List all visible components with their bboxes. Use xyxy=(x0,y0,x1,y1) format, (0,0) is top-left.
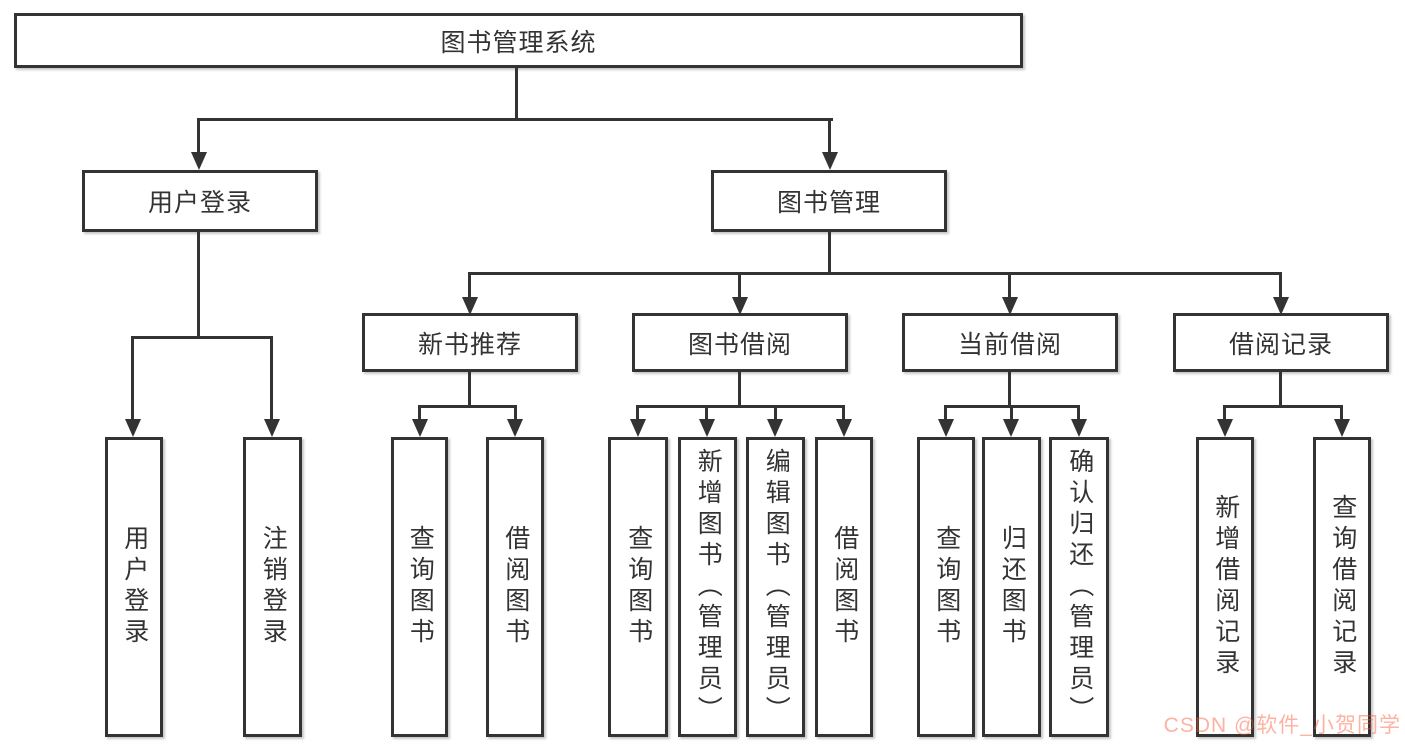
node-label: 图书管理 xyxy=(776,189,881,217)
arrow-down-icon xyxy=(507,419,523,437)
leaf-label: 新增图书（管理员） xyxy=(694,447,723,727)
arrow-down-icon xyxy=(822,152,838,170)
leaf-add-borrow-record: 新增借阅记录 xyxy=(1196,437,1254,737)
connector-records-stem2 xyxy=(1340,405,1343,422)
arrow-down-icon xyxy=(264,419,280,437)
leaf-query-books-recommend: 查询图书 xyxy=(391,437,448,737)
node-user-login: 用户登录 xyxy=(82,170,318,232)
arrow-down-icon xyxy=(1217,419,1233,437)
connector-borrow-stem3 xyxy=(774,405,777,422)
node-current-borrowing: 当前借阅 xyxy=(902,313,1118,372)
node-label: 当前借阅 xyxy=(957,330,1062,359)
connector-borrow-stem1 xyxy=(636,405,639,422)
connector-bookmgmt-stem3 xyxy=(1008,272,1011,300)
arrow-down-icon xyxy=(462,297,478,315)
connector-borrow-hline xyxy=(636,405,845,408)
arrow-down-icon xyxy=(732,297,748,315)
leaf-add-books-admin: 新增图书（管理员） xyxy=(678,437,737,737)
connector-records-hline xyxy=(1223,405,1343,408)
leaf-confirm-return-admin: 确认归还（管理员） xyxy=(1049,437,1109,737)
arrow-down-icon xyxy=(938,419,954,437)
leaf-label: 查询借阅记录 xyxy=(1328,494,1357,680)
connector-root-hline xyxy=(197,118,833,121)
connector-bookmgmt-vstem xyxy=(828,232,831,275)
arrow-down-icon xyxy=(699,419,715,437)
arrow-down-icon xyxy=(1002,297,1018,315)
connector-borrow-stem4 xyxy=(842,405,845,422)
connector-newbook-stem1 xyxy=(418,405,421,422)
node-new-book-recommend: 新书推荐 xyxy=(362,313,578,372)
connector-current-vstem xyxy=(1008,372,1011,408)
leaf-query-books-borrow: 查询图书 xyxy=(608,437,668,737)
connector-root-stem-right xyxy=(828,118,831,155)
connector-bookmgmt-stem2 xyxy=(738,272,741,300)
connector-root-vline xyxy=(515,68,518,120)
arrow-down-icon xyxy=(836,419,852,437)
leaf-label: 注销登录 xyxy=(259,525,288,649)
leaf-user-login: 用户登录 xyxy=(105,437,163,737)
arrow-down-icon xyxy=(412,419,428,437)
arrow-down-icon xyxy=(1273,297,1289,315)
arrow-down-icon xyxy=(1003,419,1019,437)
node-label: 图书借阅 xyxy=(687,330,792,359)
leaf-logout: 注销登录 xyxy=(243,437,302,737)
node-book-management: 图书管理 xyxy=(711,170,947,232)
leaf-label: 查询图书 xyxy=(406,525,435,649)
connector-bookmgmt-hline xyxy=(468,272,1282,275)
connector-newbook-stem2 xyxy=(514,405,517,422)
arrow-down-icon xyxy=(630,419,646,437)
leaf-label: 查询图书 xyxy=(932,525,961,649)
connector-current-stem2 xyxy=(1010,405,1013,422)
connector-current-stem1 xyxy=(944,405,947,422)
leaf-label: 借阅图书 xyxy=(501,525,530,649)
leaf-label: 新增借阅记录 xyxy=(1211,494,1240,680)
leaf-query-books-current: 查询图书 xyxy=(917,437,975,737)
arrow-down-icon xyxy=(1071,419,1087,437)
node-library-system: 图书管理系统 xyxy=(14,13,1023,68)
leaf-label: 用户登录 xyxy=(120,525,149,649)
leaf-edit-books-admin: 编辑图书（管理员） xyxy=(746,437,805,737)
leaf-query-borrow-record: 查询借阅记录 xyxy=(1313,437,1371,737)
node-book-borrowing: 图书借阅 xyxy=(632,313,848,372)
leaf-return-books: 归还图书 xyxy=(982,437,1041,737)
arrow-down-icon xyxy=(767,419,783,437)
leaf-borrow-books: 借阅图书 xyxy=(815,437,873,737)
connector-bookmgmt-stem4 xyxy=(1279,272,1282,300)
connector-userlogin-hline xyxy=(131,336,273,339)
connector-newbook-hline xyxy=(418,405,517,408)
connector-current-stem3 xyxy=(1077,405,1080,422)
connector-root-stem-left xyxy=(197,118,200,155)
leaf-label: 确认归还（管理员） xyxy=(1065,447,1094,727)
connector-borrow-vstem xyxy=(738,372,741,408)
leaf-label: 查询图书 xyxy=(624,525,653,649)
arrow-down-icon xyxy=(191,152,207,170)
connector-records-vstem xyxy=(1279,372,1282,408)
arrow-down-icon xyxy=(125,419,141,437)
node-label: 图书管理系统 xyxy=(440,28,597,57)
connector-userlogin-stem1 xyxy=(131,336,134,422)
node-label: 用户登录 xyxy=(147,189,252,217)
connector-bookmgmt-stem1 xyxy=(468,272,471,300)
leaf-label: 归还图书 xyxy=(998,525,1027,649)
connector-newbook-vstem xyxy=(468,372,471,408)
node-label: 新书推荐 xyxy=(417,330,522,359)
leaf-label: 借阅图书 xyxy=(830,525,859,649)
watermark: CSDN @软件_小贺同学 xyxy=(1163,714,1401,737)
connector-records-stem1 xyxy=(1223,405,1226,422)
node-label: 借阅记录 xyxy=(1228,330,1333,359)
leaf-borrow-books-recommend: 借阅图书 xyxy=(486,437,544,737)
leaf-label: 编辑图书（管理员） xyxy=(762,447,791,727)
connector-borrow-stem2 xyxy=(705,405,708,422)
arrow-down-icon xyxy=(1334,419,1350,437)
connector-userlogin-stem2 xyxy=(270,336,273,422)
node-borrow-records: 借阅记录 xyxy=(1173,313,1389,372)
connector-userlogin-vstem xyxy=(197,232,200,339)
